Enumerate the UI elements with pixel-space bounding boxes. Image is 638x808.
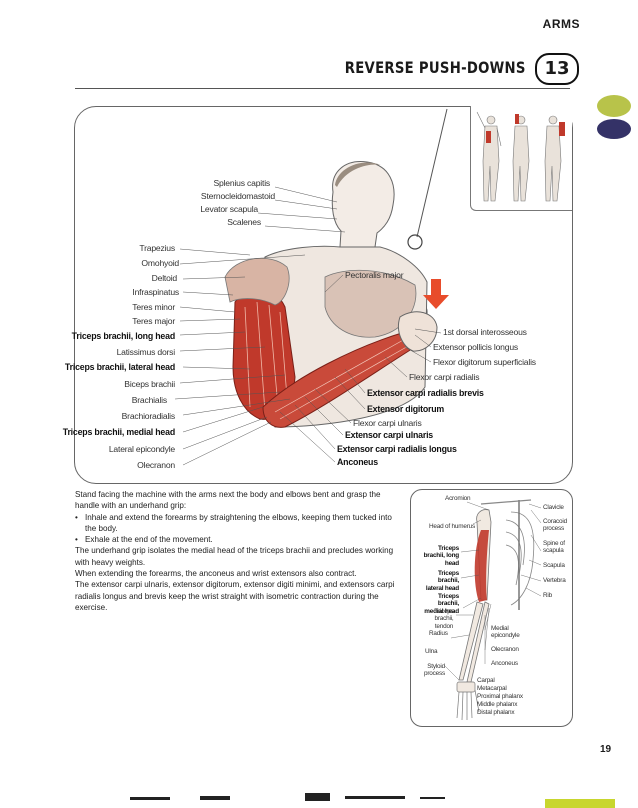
page-number: 19: [600, 744, 612, 755]
skeleton-label-distal-phalanx: Distal phalanx: [477, 709, 515, 716]
label-deltoid: Deltoid: [151, 273, 178, 283]
radius-bone: [458, 601, 484, 681]
skeleton-label-proximal-phalanx: Proximal phalanx: [477, 693, 523, 700]
exercise-number-badge: 13: [535, 53, 579, 85]
section-label: ARMS: [542, 17, 580, 31]
label-triceps-long-head: Triceps brachii, long head: [71, 331, 176, 341]
skeleton-label-carpal: Carpal: [477, 677, 495, 684]
skeleton-label-triceps-long: Triceps brachii, long head: [423, 545, 460, 567]
skeleton-label-rib: Rib: [543, 592, 552, 599]
skeleton-label-triceps-medial: Triceps brachii, medial head: [424, 593, 459, 615]
cable-line: [416, 108, 448, 238]
label-triceps-lateral-head: Triceps brachii, lateral head: [64, 362, 175, 372]
leader-lines-left: [174, 186, 346, 466]
label-infraspinatus: Infraspinatus: [132, 287, 179, 297]
skeleton-label-styloid-process: Styloid process: [424, 663, 445, 678]
skeleton-label-medial-epicondyle: Medial epicondyle: [491, 625, 520, 640]
label-omohyoid: Omohyoid: [141, 258, 179, 268]
step-item: Exhale at the end of the movement.: [75, 534, 405, 546]
label-anconeus: Anconeus: [337, 457, 378, 467]
skeleton-label-triceps-lateral: Triceps brachii, lateral head: [425, 570, 459, 592]
label-extensor-pollicis-longus: Extensor pollicis longus: [433, 342, 519, 352]
movement-arrow-icon: [423, 279, 449, 309]
skeleton-label-spine-of-scapula: Spine of scapula: [543, 540, 565, 555]
scan-bottom-edge: [130, 793, 615, 808]
label-pectoralis-major: Pectoralis major: [345, 270, 404, 280]
description-paragraph: When extending the forearms, the anconeu…: [75, 569, 357, 579]
label-extensor-digitorum: Extensor digitorum: [367, 404, 445, 414]
hand-figure: [398, 311, 438, 352]
label-extensor-carpi-radialis-brevis: Extensor carpi radialis brevis: [367, 388, 484, 398]
pulley-icon: [407, 234, 423, 250]
label-brachioradialis: Brachioradialis: [121, 411, 176, 421]
skeleton-label-head-of-humerus: Head of humerus: [429, 523, 476, 530]
exercise-description: Stand facing the machine with the arms n…: [75, 489, 405, 613]
forearm-extensors-figure: [262, 331, 416, 428]
skeleton-label-triceps-tendon: Triceps brachii, tendon: [434, 608, 454, 630]
leader-lines-right: [279, 274, 442, 463]
description-intro: Stand facing the machine with the arms n…: [75, 490, 381, 511]
skeleton-diagram-panel: Acromion Head of humerus Triceps brachii…: [410, 489, 573, 727]
skeleton-label-clavicle: Clavicle: [543, 504, 564, 511]
label-scalenes: Scalenes: [227, 217, 261, 227]
skeleton-label-ulna: Ulna: [425, 648, 438, 655]
triceps-fibers: [244, 301, 288, 413]
skeleton-label-middle-phalanx: Middle phalanx: [477, 701, 518, 708]
skeleton-label-coracoid-process: Coracoid process: [543, 518, 567, 533]
label-latissimus-dorsi: Latissimus dorsi: [116, 347, 176, 357]
label-flexor-digitorum-superficialis: Flexor digitorum superficialis: [433, 357, 536, 367]
skeleton-label-acromion: Acromion: [445, 495, 471, 502]
label-brachialis: Brachialis: [131, 395, 167, 405]
muscle-map-thumbnail: [470, 106, 572, 211]
skeleton-diagram: [444, 499, 542, 721]
hand-bones: [456, 681, 480, 721]
step-list: Inhale and extend the forearms by straig…: [75, 512, 405, 546]
label-flexor-carpi-ulnaris: Flexor carpi ulnaris: [353, 418, 422, 428]
label-splenius-capitis: Splenius capitis: [213, 178, 270, 188]
label-trapezius: Trapezius: [139, 243, 175, 253]
label-teres-minor: Teres minor: [132, 302, 175, 312]
skeleton-label-anconeus: Anconeus: [491, 660, 518, 667]
label-flexor-carpi-radialis: Flexor carpi radialis: [409, 372, 480, 382]
label-lateral-epicondyle: Lateral epicondyle: [108, 444, 175, 454]
skeleton-label-scapula: Scapula: [543, 562, 565, 569]
description-paragraph: The extensor carpi ulnaris, extensor dig…: [75, 580, 395, 612]
label-olecranon: Olecranon: [137, 460, 175, 470]
forearm-fibers: [274, 338, 411, 420]
muscle-map-figures: [476, 111, 565, 202]
step-item: Inhale and extend the forearms by straig…: [75, 512, 405, 535]
label-sternocleidomastoid: Sternocleidomastoid: [200, 191, 275, 201]
description-paragraph: The underhand grip isolates the medial h…: [75, 546, 394, 567]
skeleton-label-vertebra: Vertebra: [543, 577, 566, 584]
triceps-highlight: [474, 530, 489, 602]
label-biceps-brachii: Biceps brachii: [124, 379, 175, 389]
skeleton-label-radius: Radius: [429, 630, 448, 637]
skeleton-label-olecranon: Olecranon: [491, 646, 519, 653]
purple-tab-marker: [597, 119, 631, 139]
hair: [335, 162, 381, 187]
label-triceps-medial-head: Triceps brachii, medial head: [62, 427, 175, 437]
label-extensor-carpi-radialis-longus: Extensor carpi radialis longus: [337, 444, 457, 454]
head-figure: [331, 161, 395, 248]
label-extensor-carpi-ulnaris: Extensor carpi ulnaris: [345, 430, 434, 440]
green-tab-marker: [597, 95, 631, 117]
label-1st-dorsal-interosseous: 1st dorsal interosseous: [443, 327, 527, 337]
title-rule: [75, 88, 570, 89]
skeleton-label-metacarpal: Metacarpal: [477, 685, 507, 692]
exercise-title: REVERSE PUSH-DOWNS: [345, 58, 526, 77]
anatomy-illustration: [174, 108, 449, 466]
label-levator-scapula: Levator scapula: [200, 204, 258, 214]
deltoid-figure: [224, 258, 290, 306]
label-teres-major: Teres major: [132, 316, 175, 326]
